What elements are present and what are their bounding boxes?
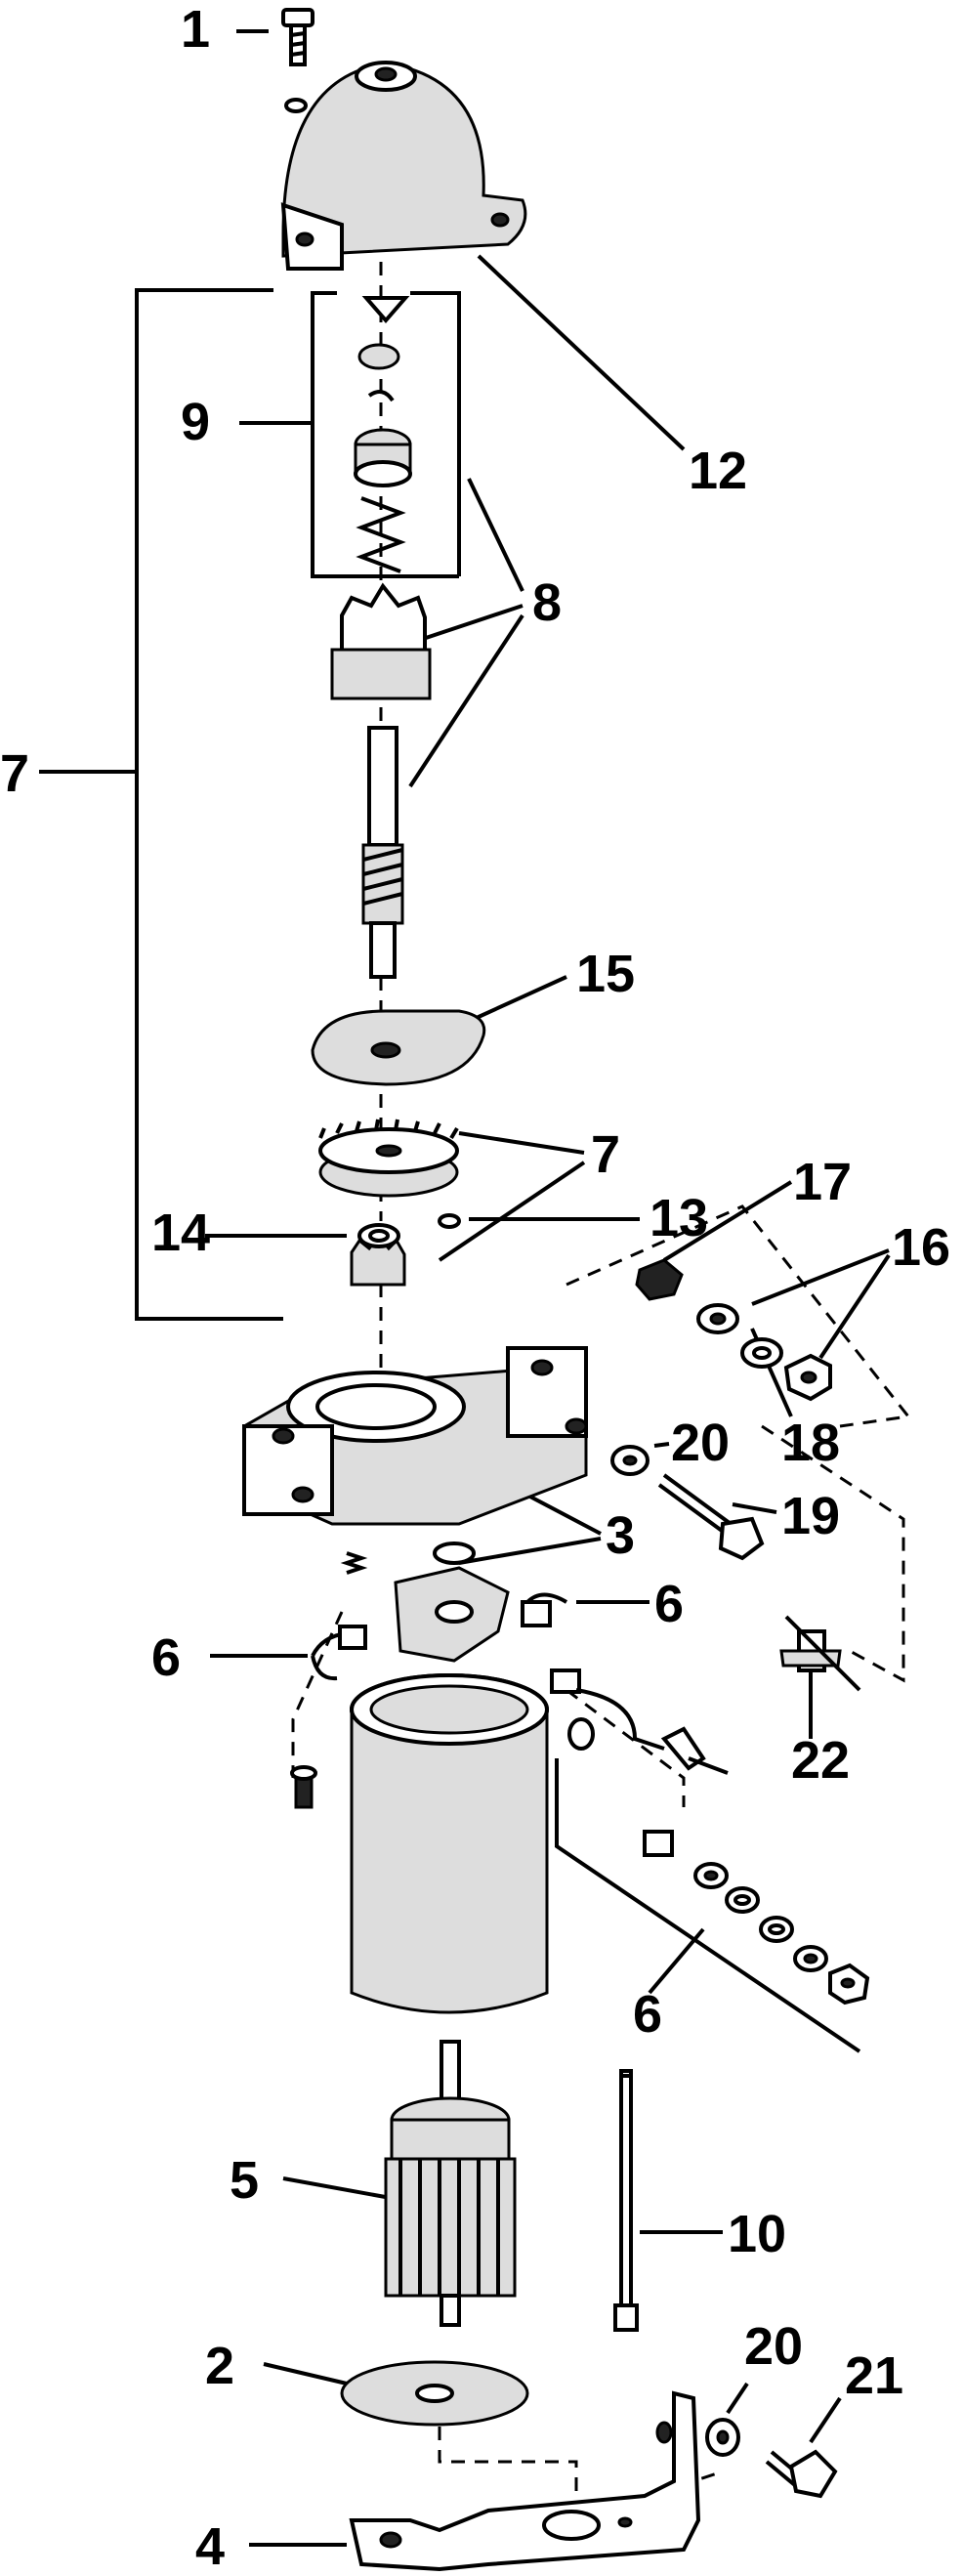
part-housing-screw [290,1765,317,1809]
part-10-through-bolt [613,2069,639,2332]
part-20-21-bottom-hardware [705,2418,838,2499]
callout-15: 15 [576,945,635,1003]
callout-6-left: 6 [151,1628,181,1687]
part-7-gears [318,1119,461,1287]
part-6-hardware-strip [643,1830,870,2006]
leader-lines [39,29,891,2547]
callout-19: 19 [781,1487,840,1545]
part-17-16-18-hardware [635,1258,832,1402]
callout-4: 4 [195,2517,225,2576]
callout-3: 3 [606,1506,635,1565]
part-6-brush-leads [311,1592,729,1775]
callout-5: 5 [230,2151,259,2210]
part-9-drive-kit [354,296,412,573]
part-4-mounting-bracket [349,2390,701,2572]
part-15-plate [311,1009,486,1086]
callout-9: 9 [181,393,210,451]
callout-22: 22 [791,1731,850,1790]
part-frame-tube [350,1673,549,2014]
part-20-19-22-hardware [610,1445,861,1692]
callout-20-bottom: 20 [744,2317,803,2376]
callout-20-top: 20 [671,1414,730,1472]
callout-21: 21 [845,2346,903,2405]
part-12-end-cap [280,61,527,271]
part-5-armature [384,2040,517,2327]
callout-18: 18 [781,1414,840,1472]
callout-8: 8 [532,573,562,632]
callout-7-left: 7 [0,744,29,803]
callout-1: 1 [181,0,210,59]
part-3-brush-plate [340,1551,552,1663]
part-8-pinion-shaft [330,582,432,979]
callout-17: 17 [793,1153,852,1211]
callout-10: 10 [728,2205,786,2263]
callout-6-bottom: 6 [633,1985,662,2044]
brackets [135,288,911,2053]
callout-12: 12 [689,442,747,500]
part-2-end-plate [340,2360,529,2427]
callout-14: 14 [151,1204,210,1262]
callout-6-right: 6 [654,1575,684,1633]
part-14-washer [357,1223,400,1248]
callout-16: 16 [892,1218,950,1277]
callout-7-gears: 7 [591,1125,620,1184]
callout-2: 2 [205,2337,234,2395]
part-housing-frame [242,1346,588,1565]
part-1-screw [281,8,314,113]
